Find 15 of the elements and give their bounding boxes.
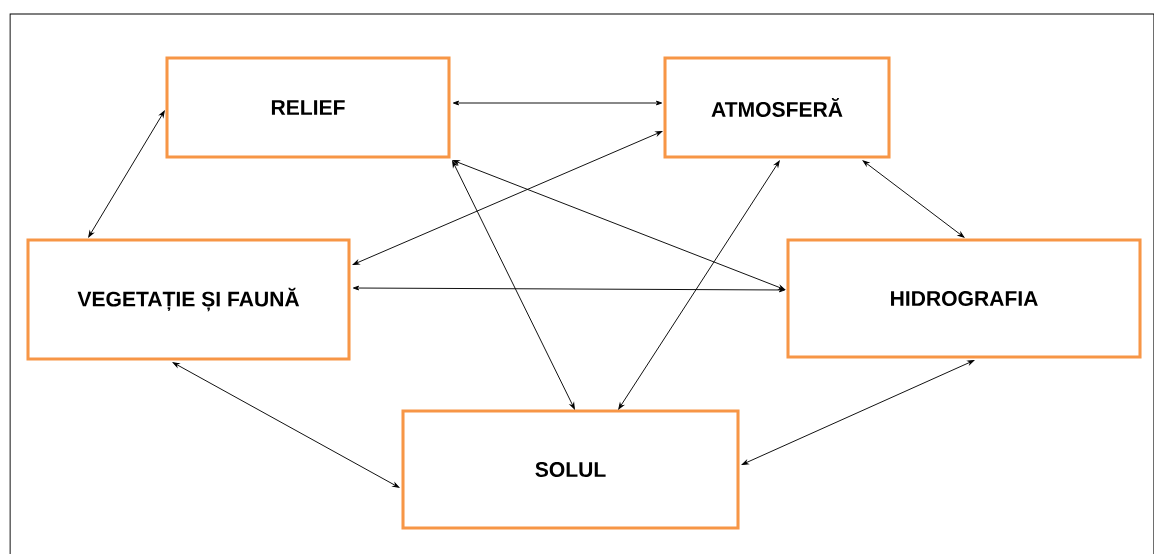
text-box: RELIEF [165, 56, 451, 159]
text-box: HIDROGRAFIA [786, 238, 1142, 359]
text-box: VEGETAȚIE ȘI FAUNĂ [26, 238, 351, 361]
arrow [741, 360, 975, 465]
arrow [352, 131, 663, 265]
arrow [452, 160, 786, 290]
arrow [452, 100, 663, 106]
arrow [618, 160, 780, 410]
text-box: ATMOSFERĂ [663, 56, 891, 159]
arrow [172, 362, 400, 488]
arrow [452, 160, 575, 410]
text-box: SOLUL [401, 409, 740, 530]
arrow [88, 110, 165, 238]
arrow [352, 285, 786, 293]
arrow [862, 160, 965, 238]
